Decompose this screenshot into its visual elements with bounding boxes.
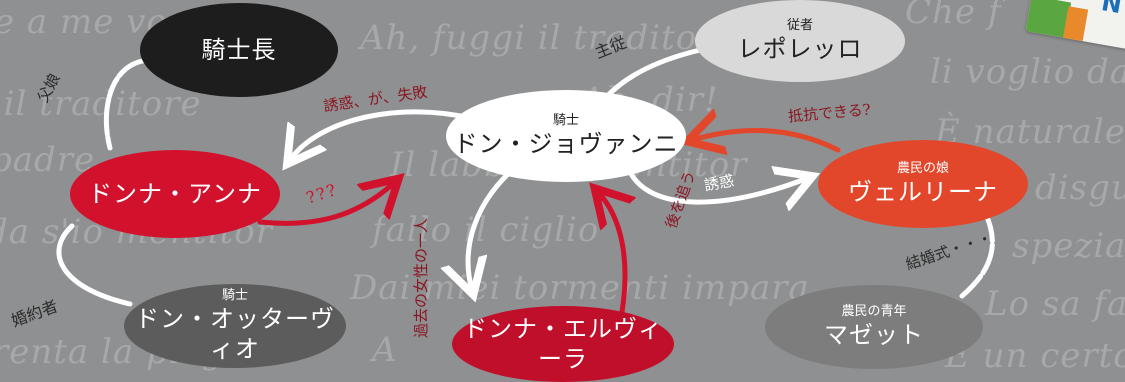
node-kishicho: 騎士長 bbox=[140, 3, 338, 97]
node-ottavio-name: ドン・オッターヴィオ bbox=[135, 305, 335, 363]
background-script-text: Ah, fuggi il traditor bbox=[360, 18, 715, 58]
background-script-text: disgus bbox=[1035, 168, 1125, 208]
node-masetto: 農民の青年 マゼット bbox=[765, 285, 983, 369]
arrow-giovanni-to-anna bbox=[290, 109, 473, 160]
background-script-text: padre bbox=[0, 140, 96, 180]
node-zerlina-role: 農民の娘 bbox=[896, 161, 949, 176]
node-giovanni-name: ドン・ジョヴァンニ bbox=[453, 130, 679, 158]
node-leporello: 従者 レポレッロ bbox=[695, 0, 905, 82]
node-zerlina: 農民の娘 ヴェルリーナ bbox=[818, 140, 1028, 228]
background-script-text: i il traditore bbox=[0, 84, 202, 124]
background-script-text: fallo il ciglio bbox=[372, 210, 600, 250]
node-leporello-name: レポレッロ bbox=[737, 35, 863, 63]
node-elvira-name: ドンナ・エルヴィーラ bbox=[463, 315, 663, 373]
arrow-fiance bbox=[56, 223, 133, 307]
node-masetto-name: マゼット bbox=[824, 321, 924, 349]
node-anna: ドンナ・アンナ bbox=[70, 150, 280, 238]
arrow-elvira-pursue bbox=[598, 192, 625, 315]
node-ottavio-role: 騎士 bbox=[221, 288, 248, 303]
background-script-text: Che f bbox=[905, 0, 1002, 32]
node-leporello-role: 従者 bbox=[786, 18, 813, 33]
node-giovanni-role: 騎士 bbox=[552, 113, 579, 128]
node-giovanni: 騎士 ドン・ジョヴァンニ bbox=[446, 90, 686, 182]
arrow-father-daughter bbox=[103, 57, 153, 151]
background-script-text: e a me vo bbox=[0, 2, 168, 42]
background-script-text: Dai miei tormenti impara bbox=[350, 268, 810, 308]
node-zerlina-name: ヴェルリーナ bbox=[848, 178, 998, 206]
arrow-giovanni-seduce bbox=[627, 172, 808, 202]
background-script-text: A bbox=[372, 330, 398, 370]
arrow-zerlina-resist bbox=[692, 131, 841, 150]
node-masetto-role: 農民の青年 bbox=[841, 304, 907, 319]
node-ottavio: 騎士 ドン・オッターヴィオ bbox=[124, 284, 346, 368]
background-script-text: speziale bbox=[1012, 226, 1125, 266]
background-script-text: li voglio dar bbox=[930, 52, 1125, 92]
arrow-past-woman bbox=[468, 169, 513, 290]
background-script-text: Lo sa far bbox=[985, 284, 1125, 324]
node-elvira: ドンナ・エルヴィーラ bbox=[452, 306, 674, 382]
arrow-marriage bbox=[959, 209, 995, 299]
arrow-anna-question bbox=[257, 182, 395, 226]
label-past-woman: 過去の女性の一人 bbox=[412, 217, 430, 338]
node-anna-name: ドンナ・アンナ bbox=[87, 180, 263, 208]
node-kishicho-name: 騎士長 bbox=[201, 36, 277, 64]
